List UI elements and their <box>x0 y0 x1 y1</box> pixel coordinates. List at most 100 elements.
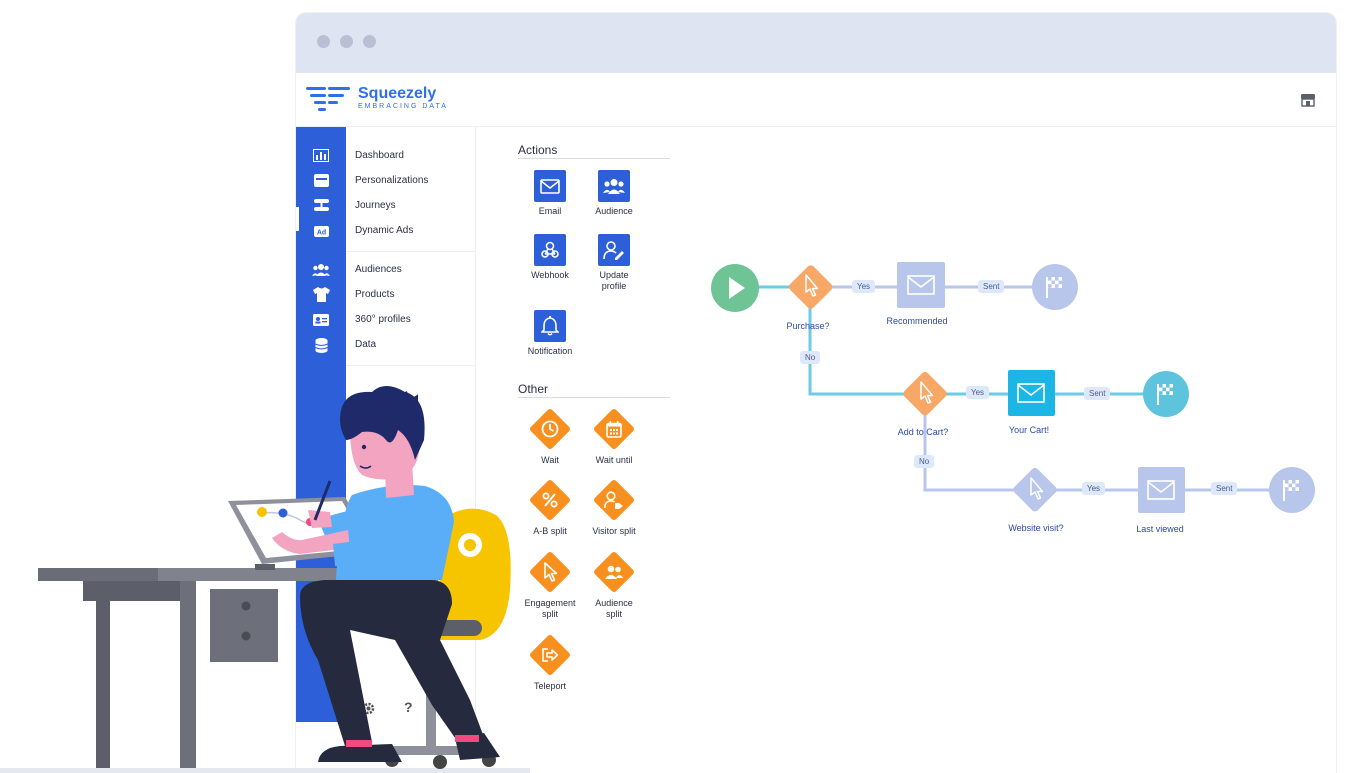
help-icon[interactable]: ? <box>404 699 413 715</box>
svg-text:Ad: Ad <box>316 229 325 236</box>
action-label: Recommended <box>886 316 948 326</box>
action-last-viewed[interactable] <box>1138 467 1185 513</box>
action-recommended[interactable] <box>897 262 945 308</box>
sidebar-item-products[interactable]: Products <box>355 289 395 300</box>
palette-label: Wait until <box>595 455 633 465</box>
sidebar-item-dashboard[interactable]: Dashboard <box>355 150 404 161</box>
palette-label: Notification <box>527 346 573 356</box>
action-label: Last viewed <box>1136 524 1184 534</box>
edge-yes: Yes <box>966 386 990 399</box>
palette-ab-split[interactable]: A-B split <box>518 478 582 537</box>
condition-label: Website visit? <box>1008 523 1064 533</box>
palette-notification[interactable]: Notification <box>518 310 582 357</box>
window-titlebar <box>296 13 1336 73</box>
palette-label: Wait <box>541 455 559 465</box>
edge-yes: Yes <box>1082 482 1106 495</box>
other-title: Other <box>518 382 549 396</box>
end-node[interactable] <box>1269 467 1315 513</box>
palette-wait[interactable]: Wait <box>518 407 582 466</box>
user-tag-icon <box>592 478 636 522</box>
palette-label: Webhook <box>531 270 569 280</box>
palette-visitor-split[interactable]: Visitor split <box>582 478 646 537</box>
edge-yes: Yes <box>852 280 876 293</box>
section-divider <box>518 158 670 159</box>
end-node[interactable] <box>1032 264 1078 310</box>
palette-wait-until[interactable]: Wait until <box>582 407 646 466</box>
gear-icon[interactable] <box>362 702 375 720</box>
palette-webhook[interactable]: Webhook <box>518 234 582 281</box>
palette-teleport[interactable]: Teleport <box>518 633 582 692</box>
bell-icon <box>534 310 566 342</box>
people-icon[interactable] <box>312 261 330 277</box>
palette-label: Engagement split <box>524 598 576 619</box>
clock-icon <box>528 407 572 451</box>
edge-no: No <box>914 455 935 468</box>
nav-divider <box>346 251 476 252</box>
palette-label: A-B split <box>533 526 567 536</box>
people-icon <box>598 170 630 202</box>
webhook-icon <box>534 234 566 266</box>
calendar-icon <box>592 407 636 451</box>
actions-title: Actions <box>518 143 558 157</box>
end-node[interactable] <box>1143 371 1189 417</box>
sidebar-item-360-profiles[interactable]: 360° profiles <box>355 314 411 325</box>
window-dot-1[interactable] <box>317 35 330 48</box>
palette-label: Visitor split <box>592 526 636 536</box>
condition-purchase[interactable] <box>787 264 834 311</box>
window-dot-2[interactable] <box>340 35 353 48</box>
palette-audience-split[interactable]: Audience split <box>582 550 646 620</box>
condition-label: Add to Cart? <box>897 427 949 437</box>
edge-sent: Sent <box>1084 387 1111 400</box>
cursor-icon <box>528 550 572 594</box>
palette-engagement-split[interactable]: Engagement split <box>518 550 582 620</box>
palette-email[interactable]: Email <box>518 170 582 217</box>
condition-add-to-cart[interactable] <box>902 370 949 417</box>
edge-sent: Sent <box>1211 482 1238 495</box>
sidebar-item-journeys[interactable]: Journeys <box>355 200 396 211</box>
window-icon[interactable] <box>312 172 330 188</box>
shirt-icon[interactable] <box>312 286 330 302</box>
envelope-icon <box>534 170 566 202</box>
palette-label: Teleport <box>533 681 567 691</box>
teleport-icon <box>528 633 572 677</box>
action-label: Your Cart! <box>1008 425 1050 435</box>
edge-sent: Sent <box>978 280 1005 293</box>
sidebar-item-dynamic-ads[interactable]: Dynamic Ads <box>355 225 414 236</box>
sidebar-item-audiences[interactable]: Audiences <box>355 264 402 275</box>
palette-label: Update profile <box>599 270 629 291</box>
sidebar-item-data[interactable]: Data <box>355 339 377 350</box>
active-indicator <box>296 207 299 231</box>
app-tagline: EMBRACING DATA <box>358 103 448 110</box>
database-icon[interactable] <box>312 337 330 353</box>
condition-label: Purchase? <box>786 321 830 331</box>
logo-mark-icon <box>306 87 350 111</box>
start-node[interactable] <box>711 264 759 312</box>
nav-divider <box>346 365 476 366</box>
logo[interactable]: Squeezely EMBRACING DATA <box>306 85 448 111</box>
ad-icon[interactable]: Ad <box>312 223 330 239</box>
person-illustration <box>272 386 500 762</box>
palette-label: Audience <box>595 206 633 216</box>
bar-chart-icon[interactable] <box>312 147 330 163</box>
section-divider <box>518 397 670 398</box>
condition-website-visit[interactable] <box>1012 466 1059 513</box>
edge-no: No <box>800 351 821 364</box>
action-your-cart[interactable] <box>1008 370 1055 416</box>
id-card-icon[interactable] <box>312 312 330 328</box>
store-icon[interactable] <box>1300 93 1316 112</box>
palette-audience[interactable]: Audience <box>582 170 646 217</box>
app-header: Squeezely EMBRACING DATA <box>296 73 1336 127</box>
palette-update-profile[interactable]: Update profile <box>582 234 646 292</box>
palette-label: Audience split <box>595 598 633 619</box>
journeys-icon[interactable] <box>312 197 330 213</box>
people-icon <box>592 550 636 594</box>
percent-icon <box>528 478 572 522</box>
window-dot-3[interactable] <box>363 35 376 48</box>
user-edit-icon <box>598 234 630 266</box>
app-name: Squeezely <box>358 85 437 102</box>
sidebar-item-personalizations[interactable]: Personalizations <box>355 175 429 186</box>
palette-label: Email <box>538 206 562 216</box>
